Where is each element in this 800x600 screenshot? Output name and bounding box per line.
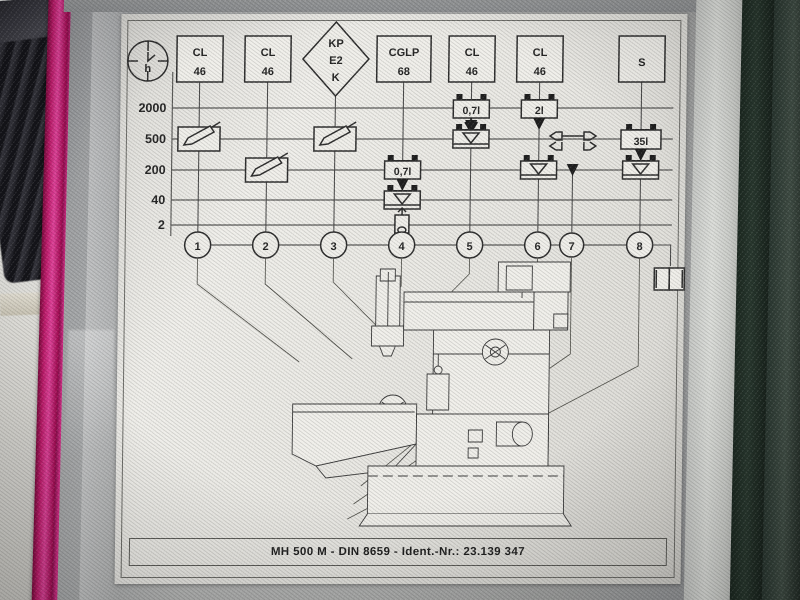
header-box-5: CL 46 bbox=[447, 35, 496, 83]
machine-technical-drawing bbox=[291, 261, 573, 527]
header-box-6: CL 46 bbox=[515, 35, 564, 83]
point-label-1: 1 bbox=[194, 241, 200, 253]
open-book-icon bbox=[653, 267, 686, 291]
header-2-line2: 46 bbox=[262, 66, 274, 78]
axis-tick-200: 200 bbox=[145, 163, 166, 177]
plate-caption-box: MH 500 M - DIN 8659 - Ident.-Nr.: 23.139… bbox=[128, 538, 668, 566]
header-3-line2: E2 bbox=[329, 55, 343, 67]
lubrication-chart-plate: h 2000 500 200 40 2 bbox=[114, 14, 688, 584]
filter-col5-500 bbox=[452, 124, 490, 149]
reservoir-col5-0-7l: 0,7l bbox=[452, 94, 491, 134]
point-circle-2: 2 bbox=[251, 231, 280, 259]
point-label-6: 6 bbox=[534, 241, 540, 253]
point-label-4: 4 bbox=[398, 241, 405, 253]
point-circle-8: 8 bbox=[625, 231, 654, 259]
volume-col5-top: 0,7l bbox=[462, 105, 480, 117]
diagram-svg: h 2000 500 200 40 2 bbox=[127, 20, 686, 527]
point-label-2: 2 bbox=[262, 241, 268, 253]
header-5-line2: 46 bbox=[466, 66, 478, 78]
axis-tick-2000: 2000 bbox=[138, 101, 166, 115]
point-circle-5: 5 bbox=[455, 231, 484, 259]
leader-line-3 bbox=[332, 258, 383, 333]
hour-unit-label: h bbox=[144, 63, 151, 75]
leader-line-2 bbox=[264, 258, 353, 360]
column-line-7 bbox=[571, 164, 574, 245]
point-circle-3: 3 bbox=[319, 231, 348, 259]
machine-control-pendant bbox=[426, 354, 450, 411]
header-4-line2: 68 bbox=[398, 66, 410, 78]
header-3-line1: KP bbox=[328, 38, 343, 50]
point-circle-6: 6 bbox=[523, 231, 552, 259]
oil-can-icon-col2-200 bbox=[244, 152, 289, 183]
point-circle-4: 4 bbox=[387, 231, 416, 259]
panel-top-strip bbox=[63, 0, 725, 12]
oil-can-icon-col1-500 bbox=[177, 121, 221, 152]
header-2-line1: CL bbox=[261, 47, 276, 59]
header-6-line2: 46 bbox=[534, 66, 546, 78]
axis-tick-40: 40 bbox=[151, 193, 165, 207]
axis-vertical bbox=[170, 72, 174, 236]
filter-col6-200 bbox=[519, 155, 558, 180]
oil-can-icon-col3-500 bbox=[313, 121, 357, 152]
header-3-line3: K bbox=[332, 72, 340, 84]
machine-chip-tray bbox=[291, 403, 418, 467]
column-line-1 bbox=[197, 82, 201, 245]
panel-scuff bbox=[63, 330, 115, 530]
bracket-symbol-col7 bbox=[548, 131, 598, 176]
header-box-8: S bbox=[617, 35, 666, 83]
volume-col6-top: 2l bbox=[535, 105, 544, 117]
header-box-1: CL 46 bbox=[175, 35, 224, 83]
point-label-8: 8 bbox=[636, 241, 642, 253]
volume-col4-mid: 0,7l bbox=[394, 166, 412, 178]
book-connector-line bbox=[652, 244, 672, 266]
header-5-line1: CL bbox=[465, 47, 480, 59]
header-8-line1: S bbox=[638, 57, 645, 69]
header-1-line2: 46 bbox=[194, 66, 206, 78]
machine-base bbox=[366, 465, 565, 515]
header-box-2: CL 46 bbox=[243, 35, 292, 83]
pump-col4-2 bbox=[394, 206, 410, 234]
header-4-line1: CGLP bbox=[389, 47, 420, 59]
point-circle-7: 7 bbox=[558, 232, 585, 258]
reservoir-col4-0-7l: 0,7l bbox=[383, 155, 422, 191]
header-6-line1: CL bbox=[533, 47, 548, 59]
plate-caption-text: MH 500 M - DIN 8659 - Ident.-Nr.: 23.139… bbox=[270, 546, 526, 558]
header-box-4: CGLP 68 bbox=[375, 35, 432, 83]
header-1-line1: CL bbox=[193, 47, 208, 59]
hour-clock-icon: h bbox=[127, 40, 169, 82]
point-label-7: 7 bbox=[568, 241, 574, 253]
axis-tick-500: 500 bbox=[145, 132, 166, 146]
lubrication-diagram: h 2000 500 200 40 2 bbox=[115, 14, 688, 584]
column-line-3 bbox=[333, 88, 337, 245]
filter-col4-40 bbox=[383, 185, 422, 210]
leader-line-1 bbox=[196, 258, 300, 363]
point-label-5: 5 bbox=[466, 241, 472, 253]
volume-col8-mid: 35l bbox=[634, 136, 649, 148]
machine-ram bbox=[403, 291, 535, 331]
reservoir-col6-2l: 2l bbox=[520, 94, 559, 130]
reservoir-col8-35l: 35l bbox=[620, 124, 662, 161]
header-diamond-3: KP E2 K bbox=[301, 20, 370, 98]
point-label-3: 3 bbox=[330, 241, 336, 253]
filter-col8-200 bbox=[621, 155, 660, 180]
axis-tick-2: 2 bbox=[158, 218, 165, 232]
machine-handwheel-upper bbox=[481, 338, 509, 366]
point-circle-1: 1 bbox=[183, 231, 212, 259]
